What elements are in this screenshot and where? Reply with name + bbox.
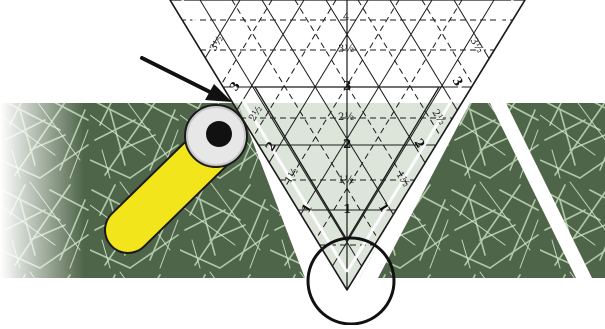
label-major-4: 4 xyxy=(343,12,349,23)
cutter-hub xyxy=(206,121,232,147)
label-half-3-5: 3½ xyxy=(338,44,354,55)
label-major-2: 2 xyxy=(343,137,351,151)
label-major-3: 3 xyxy=(343,79,351,93)
label-half-1-5: 1½ xyxy=(338,175,354,186)
label-major-1: 1 xyxy=(343,202,351,216)
label-half-2-5: 2½ xyxy=(338,112,354,123)
